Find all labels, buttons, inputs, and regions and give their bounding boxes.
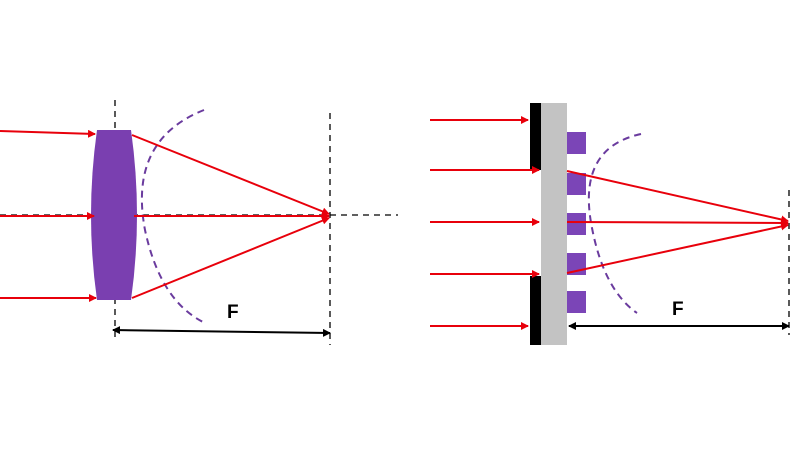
nano-pillar-2 (567, 173, 586, 195)
right-converging-ray-middle (566, 218, 789, 227)
metalens-substrate (541, 103, 567, 345)
nano-pillar-5 (567, 291, 586, 313)
refractive-lens-panel: F (0, 100, 398, 345)
right-converging-ray-bottom (566, 222, 789, 274)
nano-pillar-3 (567, 213, 586, 235)
right-wavefront (587, 133, 642, 314)
right-converging-ray-top (566, 170, 789, 224)
right-focal-length-label: F (672, 299, 684, 320)
left-focal-length-label: F (227, 302, 239, 323)
left-incoming-ray-top (0, 129, 96, 138)
nano-pillar-1 (567, 132, 586, 154)
metalens-panel: F (430, 103, 790, 345)
aperture-block-bottom (530, 276, 541, 345)
left-converging-ray-bottom (131, 216, 330, 299)
aperture-block-top (530, 103, 541, 170)
left-wavefront (140, 109, 205, 323)
left-focal-length-arrow (112, 326, 331, 337)
refractive-lens (91, 130, 137, 300)
left-converging-ray-top (131, 134, 330, 216)
